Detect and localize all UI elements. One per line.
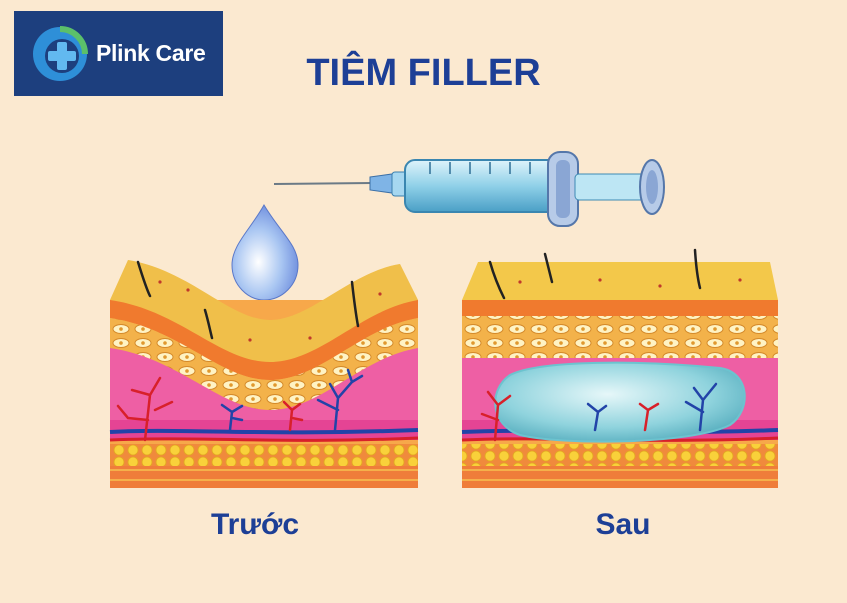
caption-before: Trước bbox=[210, 508, 300, 541]
water-drop-icon bbox=[231, 203, 299, 301]
brand-logo: Plink Care bbox=[14, 11, 223, 96]
syringe-icon bbox=[273, 151, 665, 227]
caption-after: Sau bbox=[595, 508, 651, 541]
skin-diagram-after bbox=[461, 248, 779, 488]
page-title: TIÊM FILLER bbox=[306, 52, 541, 94]
filler-gel bbox=[494, 361, 746, 443]
medical-cross-logo-icon bbox=[33, 25, 88, 81]
brand-name: Plink Care bbox=[96, 40, 206, 66]
skin-diagram-before bbox=[109, 260, 419, 488]
